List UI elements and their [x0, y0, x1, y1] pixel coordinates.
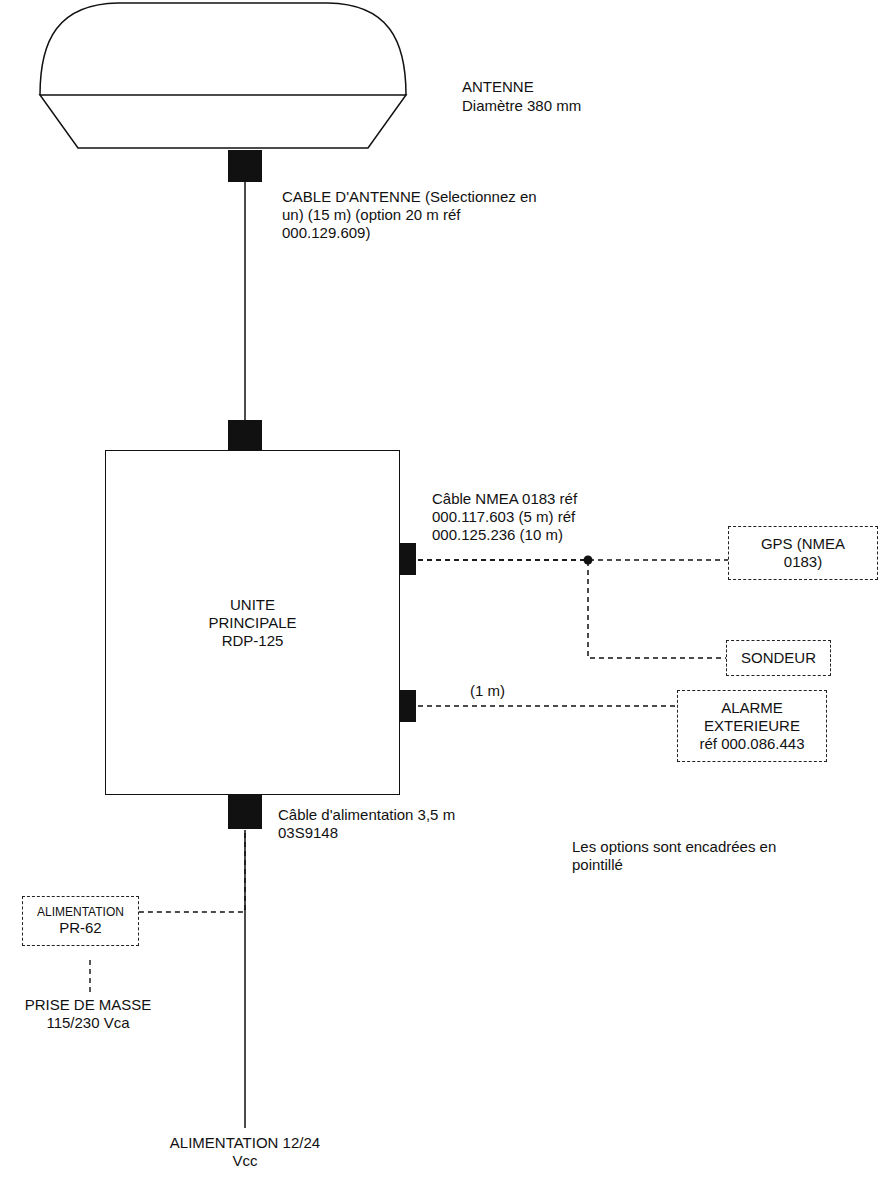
cable-label: Câble d'alimentation 3,5 m 03S9148	[278, 806, 478, 842]
cable-line	[400, 560, 726, 658]
unit-title: UNITE PRINCIPALE	[193, 596, 313, 632]
antenna-outline	[40, 3, 406, 148]
option-box: SONDEUR	[726, 640, 831, 676]
option-text: ALIMENTATION	[37, 905, 124, 919]
option-text: GPS (NMEA 0183)	[743, 535, 863, 571]
antenna-dome	[38, 0, 408, 150]
option-text: ALARME EXTERIEURE	[692, 699, 812, 735]
edge-label: CABLE D'ANTENNE (Selectionnez en un) (15…	[282, 188, 542, 242]
option-text: réf 000.086.443	[692, 735, 812, 753]
main-unit-box: UNITE PRINCIPALERDP-125	[105, 450, 400, 795]
cable-line	[400, 705, 677, 707]
edge-label: (1 m)	[470, 682, 530, 700]
antenna-spec: Diamètre 380 mm	[462, 97, 581, 115]
option-box: ALIMENTATIONPR-62	[22, 896, 139, 946]
antenna-title: ANTENNE	[462, 78, 534, 96]
supply-label: ALIMENTATION 12/24 Vcc	[165, 1134, 325, 1170]
option-text: SONDEUR	[741, 649, 816, 667]
note-text: Les options sont encadrées en pointillé	[572, 838, 792, 874]
mains-label: PRISE DE MASSE 115/230 Vca	[8, 996, 168, 1032]
unit-model: RDP-125	[222, 632, 284, 650]
edge-label: Câble NMEA 0183 réf 000.117.603 (5 m) ré…	[432, 490, 632, 544]
connector-plug	[228, 795, 262, 829]
antenna-node: ANTENNEDiamètre 380 mm	[38, 0, 408, 150]
power-wire	[244, 830, 246, 1128]
option-box: GPS (NMEA 0183)	[728, 526, 878, 580]
cable-line	[244, 150, 246, 450]
connector-plug	[228, 150, 262, 182]
option-text: PR-62	[37, 919, 124, 937]
option-box: ALARME EXTERIEUREréf 000.086.443	[677, 690, 827, 762]
connector-plug	[228, 420, 262, 452]
mains-wire	[89, 960, 91, 992]
junction-dot	[584, 556, 593, 565]
